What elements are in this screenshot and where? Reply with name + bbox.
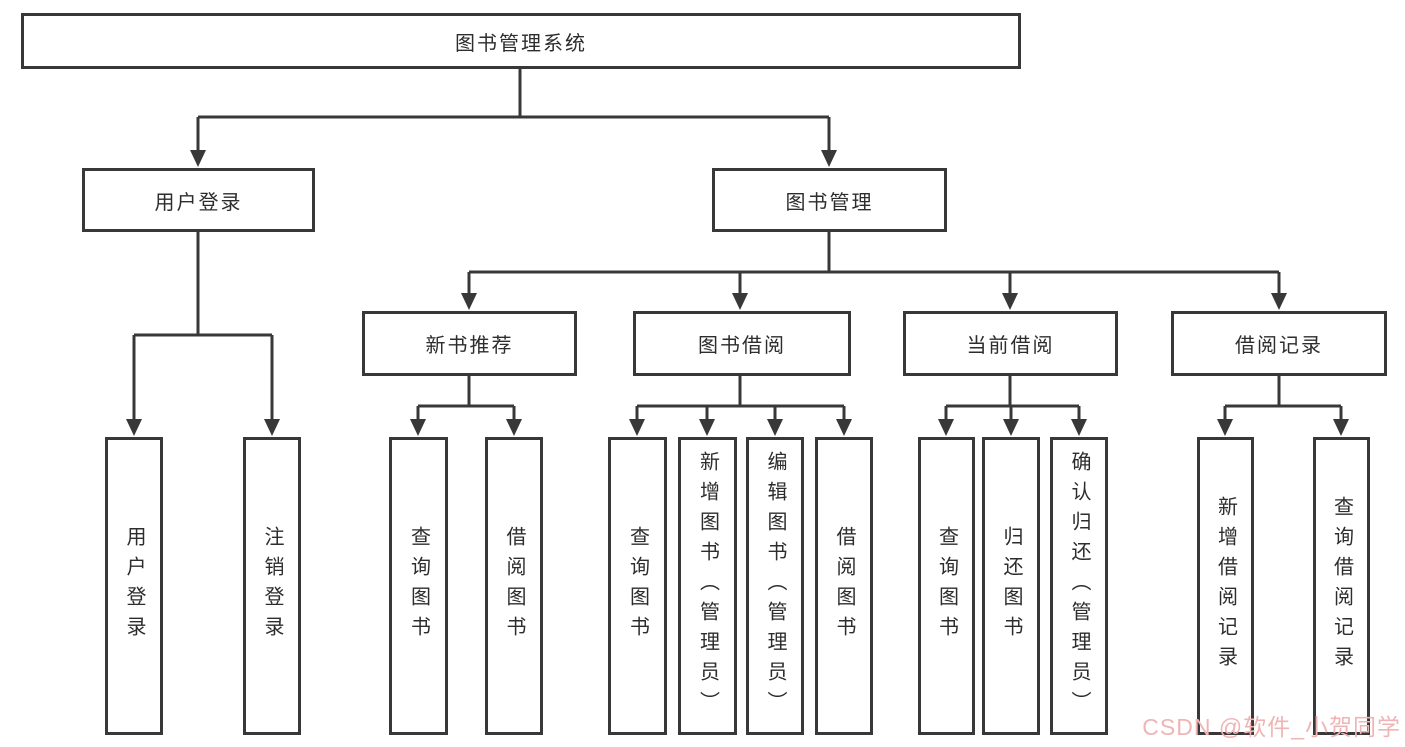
- node-label: 图书管理系统: [455, 32, 587, 55]
- node-label: 借阅图书: [503, 526, 525, 646]
- node-label: 用户登录: [154, 191, 243, 214]
- node-label: 查询图书: [407, 526, 430, 646]
- watermark: CSDN @软件_小贺同学: [1142, 714, 1401, 740]
- node-label: 查询图书: [626, 526, 649, 646]
- leaf-add-books-admin: 新增图书（管理员）: [678, 437, 737, 735]
- node-current-borrowing: 当前借阅: [903, 311, 1118, 376]
- leaf-query-books-recommend: 查询图书: [389, 437, 448, 735]
- leaf-borrow-books-recommend: 借阅图书: [485, 437, 543, 735]
- leaf-add-borrow-record: 新增借阅记录: [1197, 437, 1254, 735]
- node-borrowing-records: 借阅记录: [1171, 311, 1387, 376]
- leaf-logout: 注销登录: [243, 437, 301, 735]
- leaf-borrow-books: 借阅图书: [815, 437, 873, 735]
- node-new-book-recommendation: 新书推荐: [362, 311, 577, 376]
- leaf-edit-books-admin: 编辑图书（管理员）: [746, 437, 804, 735]
- node-book-borrowing: 图书借阅: [633, 311, 851, 376]
- node-label: 图书借阅: [698, 335, 786, 357]
- node-label: 图书管理: [785, 191, 874, 214]
- leaf-query-books-borrowing: 查询图书: [608, 437, 667, 735]
- leaf-query-borrow-record: 查询借阅记录: [1313, 437, 1370, 735]
- node-library-management-system: 图书管理系统: [21, 13, 1021, 69]
- node-label: 归还图书: [1000, 526, 1022, 646]
- node-label: 编辑图书（管理员）: [764, 451, 786, 721]
- node-label: 新书推荐: [425, 335, 514, 357]
- node-label: 当前借阅: [966, 335, 1055, 357]
- node-label: 用户登录: [123, 526, 145, 646]
- node-label: 查询借阅记录: [1330, 496, 1353, 676]
- leaf-query-books-current: 查询图书: [918, 437, 975, 735]
- node-label: 确认归还（管理员）: [1068, 451, 1090, 721]
- node-label: 注销登录: [261, 526, 283, 646]
- leaf-user-login: 用户登录: [105, 437, 163, 735]
- leaf-return-books: 归还图书: [982, 437, 1040, 735]
- node-label: 查询图书: [935, 526, 958, 646]
- leaf-confirm-return-admin: 确认归还（管理员）: [1050, 437, 1108, 735]
- node-label: 新增借阅记录: [1214, 496, 1237, 676]
- node-book-management-module: 图书管理: [712, 168, 947, 232]
- node-label: 借阅记录: [1235, 335, 1323, 357]
- node-label: 新增图书（管理员）: [696, 451, 719, 721]
- node-user-login-module: 用户登录: [82, 168, 315, 232]
- node-label: 借阅图书: [833, 526, 855, 646]
